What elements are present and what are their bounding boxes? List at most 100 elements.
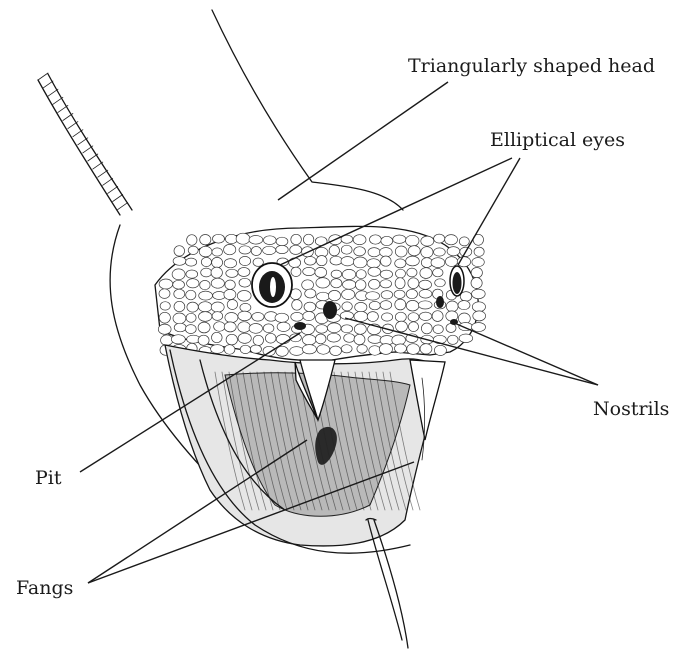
head-scale: [173, 280, 185, 289]
head-scale: [187, 302, 198, 312]
head-scale: [395, 344, 407, 353]
head-scale: [224, 345, 235, 355]
head-scale: [341, 325, 352, 333]
head-scale: [342, 302, 352, 311]
head-scale: [341, 345, 352, 353]
head-scale: [418, 301, 432, 309]
head-scale: [302, 345, 316, 354]
head-scale: [316, 278, 330, 288]
head-scale: [395, 312, 406, 322]
head-scale: [355, 280, 366, 290]
head-scale: [187, 235, 197, 246]
head-scale: [446, 301, 458, 312]
head-scale: [407, 344, 420, 355]
head-scale: [315, 334, 326, 344]
head-scale: [289, 258, 301, 268]
head-scale: [367, 259, 380, 268]
head-scale: [368, 248, 380, 257]
head-scale: [238, 311, 251, 321]
head-scale: [214, 322, 226, 332]
head-scale: [395, 259, 406, 268]
head-scale: [211, 302, 224, 312]
rope-stroke: [38, 73, 48, 80]
head-scale: [370, 235, 382, 244]
head-scale: [213, 234, 225, 243]
head-scale: [291, 267, 301, 276]
head-scale: [408, 313, 419, 322]
head-scales: [158, 233, 485, 356]
rope-stroke: [113, 195, 123, 202]
head-scale: [276, 245, 288, 253]
head-scale: [368, 267, 381, 276]
head-scale: [331, 279, 342, 288]
head-scale: [421, 323, 432, 334]
head-scale: [249, 236, 263, 245]
rope-stroke: [73, 130, 83, 137]
label-fangs: Fangs: [16, 577, 73, 599]
head-scale: [263, 246, 276, 254]
head-scale: [342, 269, 355, 279]
head-scale: [406, 256, 420, 266]
head-scale: [238, 322, 251, 333]
head-scale: [225, 280, 235, 289]
head-scale: [317, 345, 330, 355]
head-scale: [315, 267, 327, 277]
head-scale: [472, 302, 485, 312]
left-eye-icon: [252, 263, 292, 307]
head-scale: [304, 257, 316, 266]
head-scale: [353, 235, 366, 245]
right-eye-icon: [450, 266, 464, 296]
head-scale: [433, 325, 443, 334]
head-scale: [174, 323, 186, 332]
head-scale: [367, 312, 378, 322]
head-scale: [303, 311, 315, 320]
head-scale: [174, 301, 185, 311]
head-scale: [158, 324, 171, 334]
leader-eye-right: [458, 158, 520, 265]
head-scale: [200, 235, 211, 245]
head-scale: [213, 292, 226, 300]
head-scale: [406, 235, 419, 246]
head-scale: [445, 235, 458, 245]
head-scale: [160, 302, 170, 310]
head-scale: [212, 332, 223, 342]
head-scale: [395, 299, 406, 310]
head-scale: [329, 245, 339, 256]
rope-stroke: [103, 178, 113, 185]
head-scale: [226, 269, 238, 277]
rope-stroke: [108, 186, 118, 193]
head-scale: [408, 278, 419, 289]
head-scale: [291, 234, 302, 244]
head-scale: [302, 335, 316, 345]
head-scale: [201, 268, 212, 277]
head-scale: [328, 290, 340, 300]
head-scale: [302, 280, 314, 290]
head-scale: [239, 278, 251, 287]
head-scale: [198, 302, 212, 312]
head-scale: [290, 347, 304, 356]
rope-stroke: [43, 81, 53, 88]
head-scale: [379, 344, 392, 355]
label-pit: Pit: [35, 467, 62, 489]
head-scale: [366, 292, 380, 300]
head-scale: [369, 301, 380, 309]
head-scale: [186, 270, 198, 278]
head-scale: [171, 335, 185, 344]
leader-head: [278, 82, 448, 200]
head-scale: [420, 344, 432, 354]
head-scale: [265, 333, 276, 343]
head-scale: [292, 300, 302, 311]
head-scale: [473, 311, 486, 321]
head-scale: [472, 323, 486, 332]
head-scale: [251, 247, 261, 256]
head-scale: [331, 270, 342, 278]
head-scale: [253, 335, 263, 345]
open-mouth: [165, 345, 440, 553]
head-scale: [344, 334, 355, 343]
head-scale: [419, 312, 431, 320]
head-scale: [303, 234, 313, 245]
head-scale: [459, 334, 473, 343]
head-scale: [317, 292, 330, 301]
head-scale: [395, 278, 405, 289]
